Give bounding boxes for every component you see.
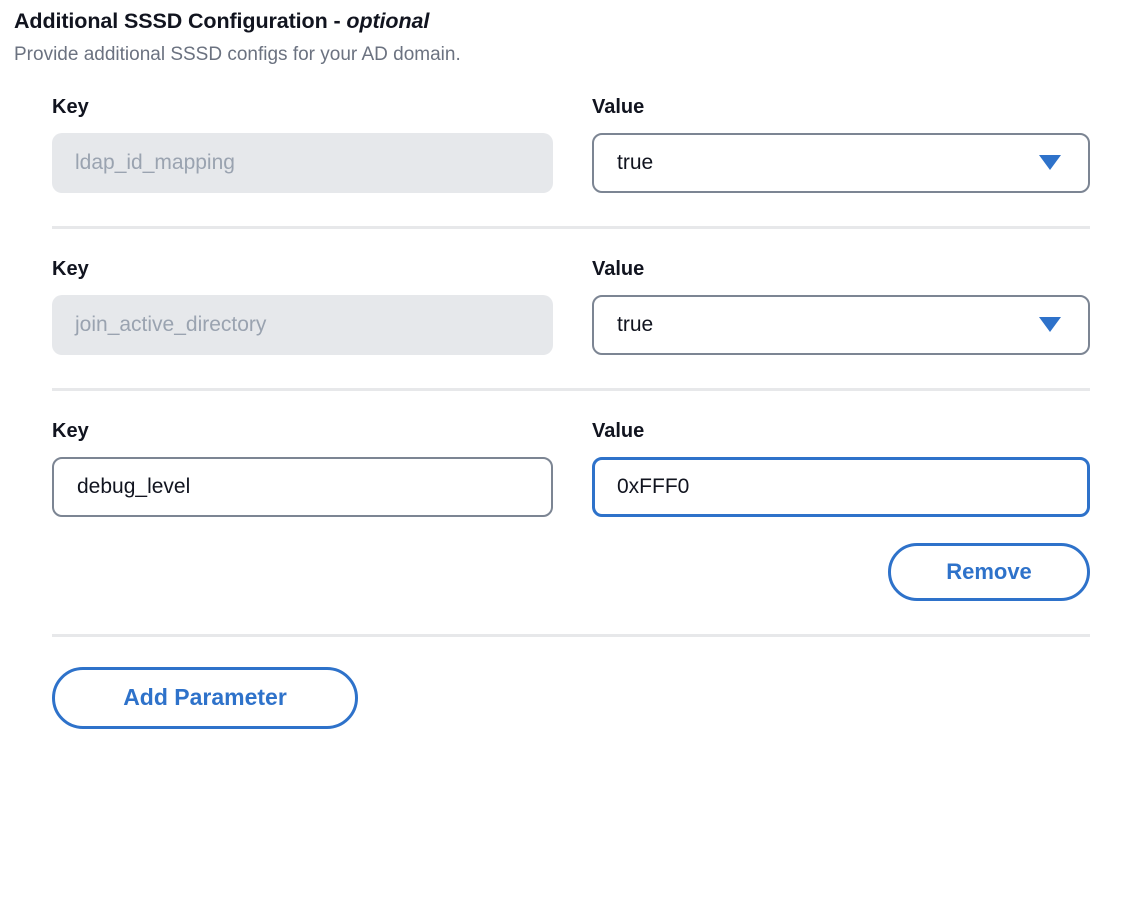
remove-button-row: Remove: [0, 542, 1124, 601]
value-select[interactable]: true: [592, 132, 1090, 193]
key-field-group: Key join_active_directory: [52, 259, 553, 355]
value-field-group: Value 0xFFF0: [592, 421, 1090, 517]
key-label: Key: [52, 95, 89, 118]
value-label: Value: [592, 95, 645, 118]
section-divider: [52, 633, 1090, 637]
value-label: Value: [592, 419, 645, 442]
parameter-rows: Key ldap_id_mapping Value true Key join_…: [0, 97, 1124, 729]
page-title-optional: optional: [346, 9, 430, 33]
key-input: ldap_id_mapping: [52, 132, 553, 193]
chevron-down-icon: [1039, 317, 1061, 333]
value-field-group: Value true: [592, 259, 1090, 355]
key-input: join_active_directory: [52, 294, 553, 355]
row-divider: [52, 387, 1090, 391]
key-field-group: Key debug_level: [52, 421, 553, 517]
page-title: Additional SSSD Configuration - optional: [14, 9, 1124, 35]
parameter-row: Key ldap_id_mapping Value true: [0, 97, 1124, 193]
add-parameter-button[interactable]: Add Parameter: [52, 666, 358, 729]
key-label: Key: [52, 419, 89, 442]
chevron-down-icon: [1039, 155, 1061, 171]
parameter-row: Key debug_level Value 0xFFF0: [0, 421, 1124, 517]
key-field-group: Key ldap_id_mapping: [52, 97, 553, 193]
value-field-group: Value true: [592, 97, 1090, 193]
value-select-text: true: [617, 151, 654, 175]
key-label: Key: [52, 257, 89, 280]
value-select-text: true: [617, 313, 654, 337]
page-title-main: Additional SSSD Configuration -: [14, 9, 347, 33]
value-select[interactable]: true: [592, 294, 1090, 355]
key-input[interactable]: debug_level: [52, 456, 553, 517]
add-parameter-button-row: Add Parameter: [0, 666, 1124, 729]
row-divider: [52, 225, 1090, 229]
remove-button[interactable]: Remove: [888, 542, 1090, 601]
value-label: Value: [592, 257, 645, 280]
section-description: Provide additional SSSD configs for your…: [14, 43, 461, 65]
section-header: Additional SSSD Configuration - optional…: [0, 0, 1124, 67]
value-input[interactable]: 0xFFF0: [592, 456, 1090, 517]
parameter-row: Key join_active_directory Value true: [0, 259, 1124, 355]
